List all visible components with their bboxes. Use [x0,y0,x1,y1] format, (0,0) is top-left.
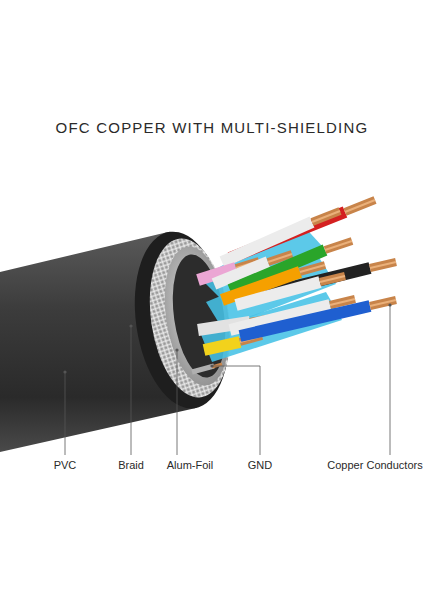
part-label: Alum-Foil [167,459,213,471]
leader-line [212,366,260,455]
conductor-insulation [236,282,320,305]
copper-highlight [345,200,375,212]
copper-strands [325,241,352,250]
leader-line [390,305,391,455]
copper-highlight [330,299,355,305]
leader-dot [388,303,391,306]
copper-strands [370,300,396,306]
part-label: Copper Conductors [327,459,422,471]
copper-strands [320,276,345,282]
copper-highlight [370,300,396,306]
copper-highlight [312,211,340,222]
conductor-insulation [204,342,240,350]
copper-highlight [370,262,396,268]
leader-line [177,350,178,455]
leader-dot [63,370,66,373]
leader-dot [129,324,132,327]
leader-dot [175,348,178,351]
conductor [240,300,396,336]
leader-line [65,372,66,455]
copper-highlight [300,265,325,272]
copper-strands [312,211,340,222]
copper-strands [370,262,396,268]
leader-dot [210,364,213,367]
diagram-title: OFC COPPER WITH MULTI-SHIELDING [56,119,369,136]
leader-lines [65,305,390,455]
part-label: Braid [118,459,144,471]
copper-strands [345,200,375,212]
copper-highlight [325,241,352,250]
leader-dots [63,303,391,373]
leader-line [131,326,132,455]
copper-strands [300,265,325,272]
conductor-insulation [240,306,370,336]
copper-highlight [320,276,345,282]
copper-strands [330,299,355,305]
part-label: GND [248,459,272,471]
part-label: PVC [54,459,77,471]
